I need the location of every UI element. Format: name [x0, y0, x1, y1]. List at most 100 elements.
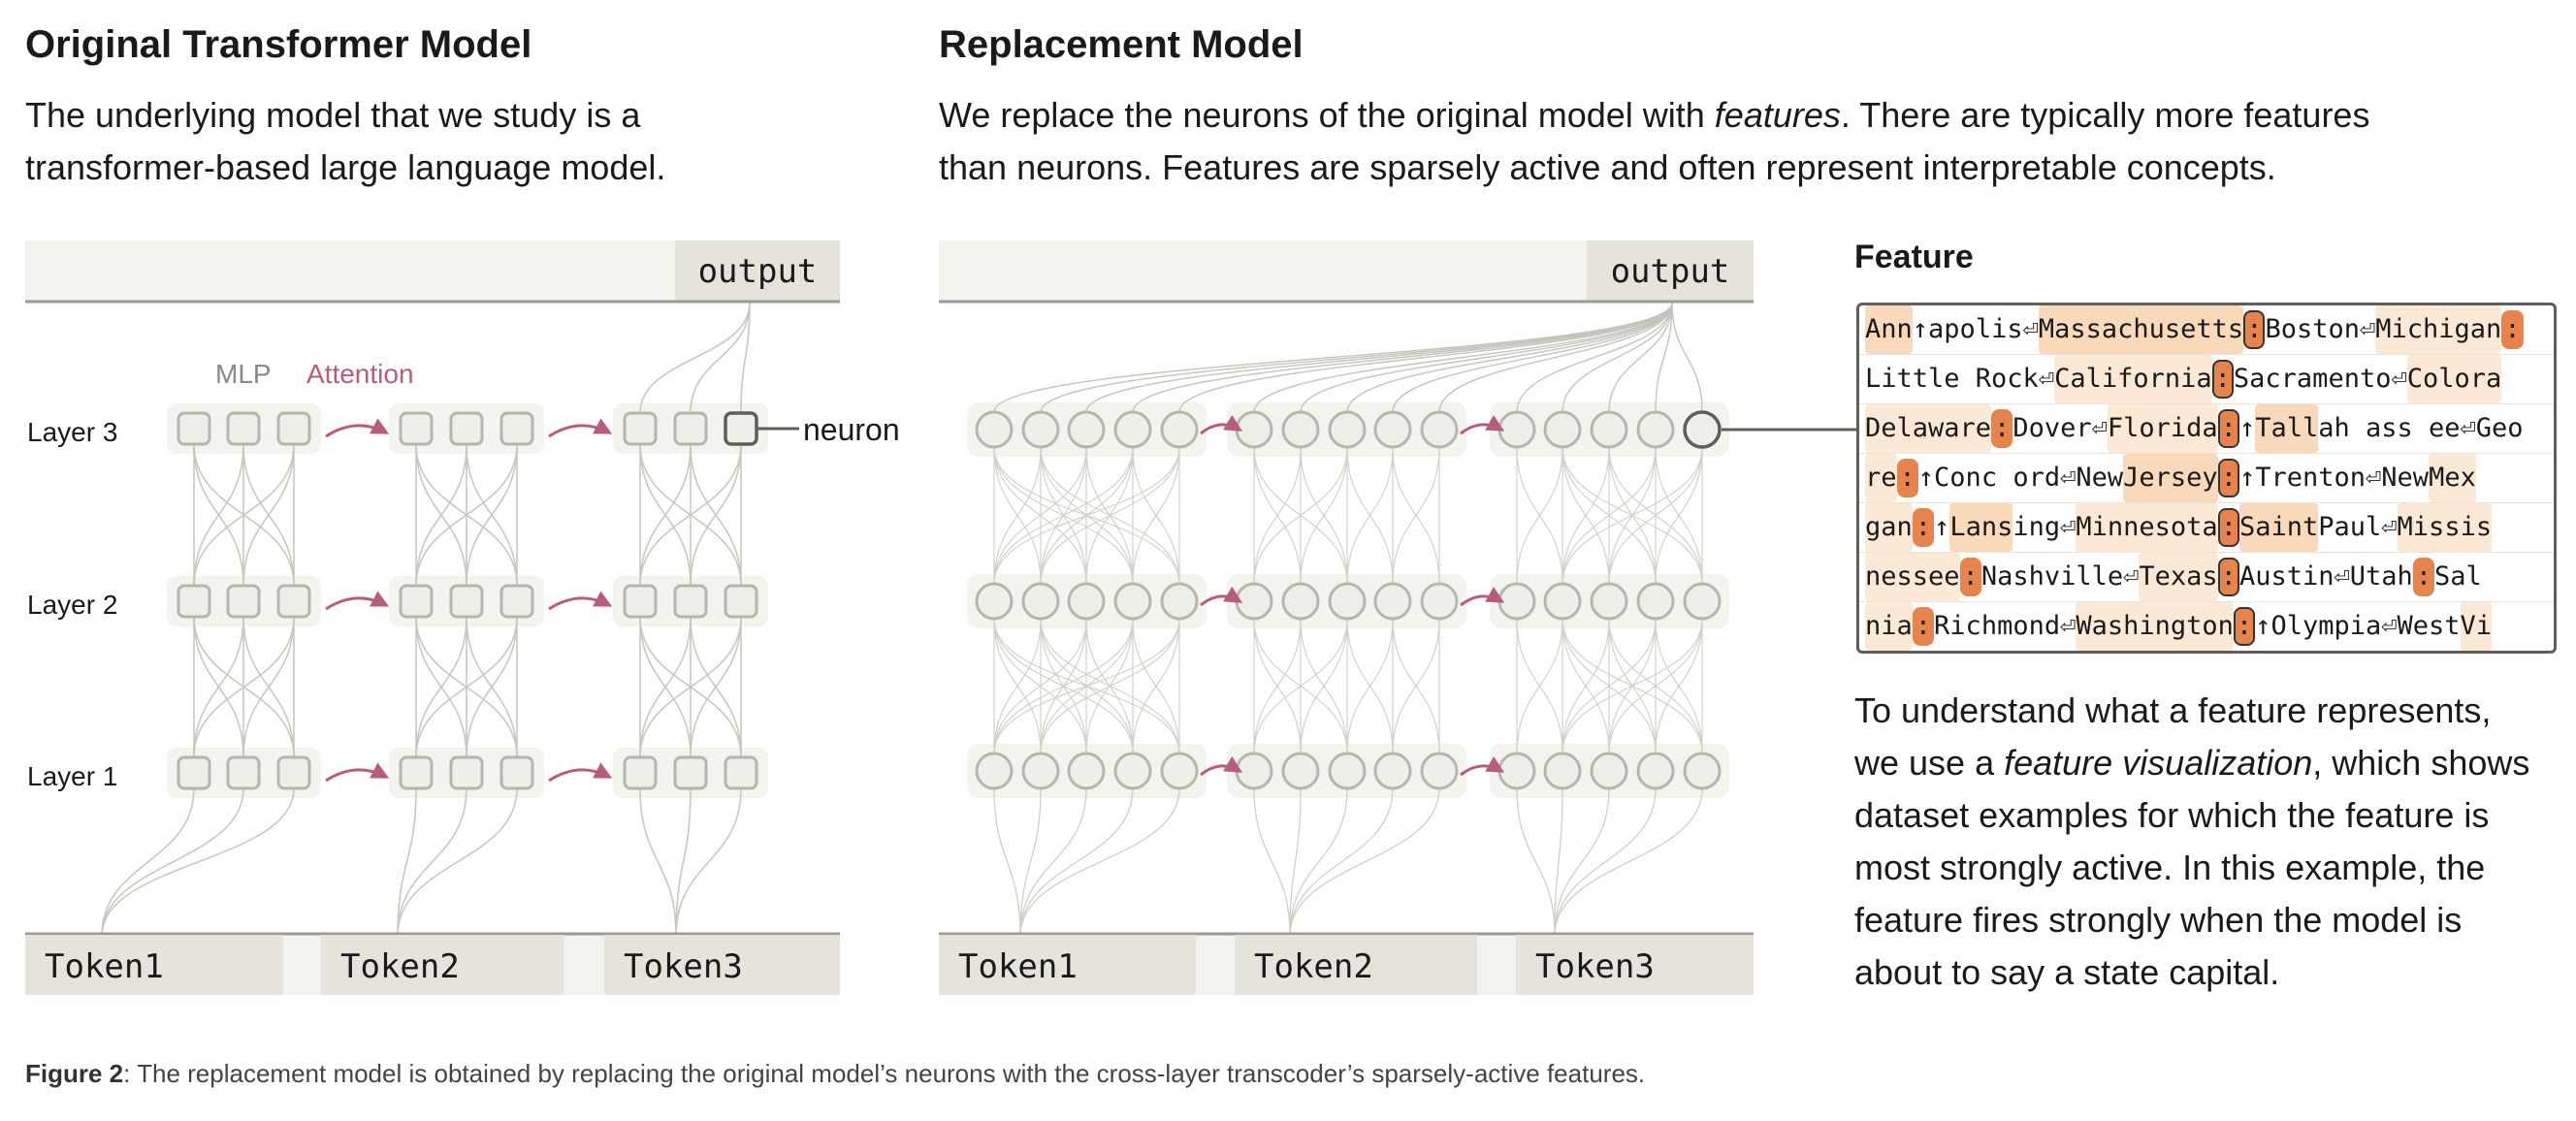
- example-token: ⏎: [2060, 512, 2077, 542]
- activation-token: :: [2243, 310, 2266, 349]
- feature-node: [1636, 752, 1675, 790]
- output-connection: [1671, 302, 1703, 413]
- feature-connection: [1516, 618, 1563, 754]
- original-model-title: Original Transformer Model: [25, 23, 532, 66]
- activation-token: :: [2412, 558, 2435, 596]
- example-token: ⏎: [2460, 413, 2476, 443]
- activation-token: :: [1912, 607, 1935, 646]
- feature-connection: [1253, 446, 1348, 585]
- feature-node: [1543, 752, 1582, 790]
- neuron-node: [623, 755, 658, 790]
- feature-connection: [993, 618, 1042, 754]
- output-connection: [1655, 302, 1673, 413]
- feature-connection: [1132, 446, 1180, 585]
- token-connection: [101, 787, 244, 937]
- attention-arrow: [1460, 756, 1505, 777]
- replacement-token-label-3: Token3: [1535, 947, 1655, 986]
- feature-visualization: Ann↑apolis⏎ Massachusetts: Boston⏎ Michi…: [1856, 303, 2557, 654]
- neuron-node: [724, 755, 758, 790]
- output-connection: [1085, 302, 1673, 413]
- feature-connection: [993, 618, 1180, 754]
- token-connection: [675, 787, 692, 937]
- feature-explanation: To understand what a feature represents,…: [1854, 685, 2553, 999]
- example-token: ia: [2349, 611, 2382, 641]
- mlp-label: MLP: [215, 359, 272, 389]
- feature-explanation-line-4: most strongly active. In this example, t…: [1854, 848, 2486, 887]
- output-connection: [639, 302, 751, 414]
- feature-connection: [1300, 618, 1348, 754]
- output-connection: [1040, 302, 1673, 413]
- feature-node: [1021, 410, 1060, 449]
- example-token: Sal: [2434, 561, 2482, 592]
- highlighted-neuron: [724, 411, 758, 446]
- feature-node: [1281, 582, 1320, 621]
- example-token: ⏎: [2091, 413, 2108, 443]
- neuron-node: [449, 584, 484, 619]
- example-token: ⏎: [2334, 561, 2350, 592]
- feature-connection: [1655, 446, 1703, 585]
- layer-connection: [193, 616, 295, 758]
- example-token: Sacramento: [2233, 364, 2392, 394]
- example-token: Nashville: [1980, 561, 2124, 592]
- example-token: ↑: [2255, 611, 2271, 641]
- feature-example-row: re:↑ Conc ord⏎ New Jersey:↑ Trenton⏎ New…: [1859, 454, 2554, 503]
- neuron-node: [276, 411, 311, 446]
- example-token: Ann: [1865, 305, 1913, 354]
- feature-node: [1067, 582, 1106, 621]
- neuron-node: [276, 755, 311, 790]
- feature-node: [1021, 582, 1060, 621]
- example-token: ⏎: [2123, 561, 2140, 592]
- example-token: Trenton: [2255, 463, 2367, 493]
- example-token: Michigan: [2375, 305, 2502, 354]
- token-connection: [1516, 787, 1556, 937]
- output-connection: [1608, 302, 1673, 413]
- feature-node: [1113, 582, 1152, 621]
- example-token: ⏎: [2366, 463, 2382, 493]
- attention-arrow: [548, 591, 613, 611]
- feature-connection: [1562, 618, 1610, 754]
- example-token: Boston: [2265, 314, 2360, 344]
- feature-node: [1160, 410, 1199, 449]
- feature-connection: [1562, 446, 1657, 585]
- feature-node: [1160, 752, 1199, 790]
- example-token: Minnesota: [2076, 503, 2218, 552]
- example-token: Dover: [2012, 413, 2092, 443]
- feature-connection: [993, 618, 1087, 754]
- example-token: ↑: [2238, 413, 2256, 443]
- example-token: Little Rock: [1865, 364, 2039, 394]
- replacement-model-description: We replace the neurons of the original m…: [939, 89, 2491, 194]
- neuron-node: [673, 411, 708, 446]
- layer-connection: [415, 443, 518, 587]
- feature-example-row: gan:↑ Lansing⏎ Minnesota: Saint Paul⏎ Mi…: [1859, 503, 2554, 553]
- output-connection: [1178, 302, 1673, 413]
- attention-arrow: [548, 418, 613, 438]
- original-token-label-3: Token3: [624, 947, 743, 986]
- neuron-node: [499, 755, 534, 790]
- feature-connection: [1253, 618, 1348, 754]
- example-token: Massachusetts: [2038, 305, 2244, 354]
- output-connection: [740, 302, 751, 414]
- feature-node: [1281, 752, 1320, 790]
- example-token: New: [2381, 463, 2430, 493]
- output-connection: [1392, 302, 1673, 413]
- activation-token: :: [1959, 558, 1981, 596]
- attention-arrow: [548, 762, 613, 783]
- example-token: Geo: [2475, 413, 2524, 443]
- example-token: ↑: [1917, 463, 1935, 493]
- feature-node: [1160, 582, 1199, 621]
- feature-node: [1543, 582, 1582, 621]
- activation-token: :: [2217, 409, 2239, 448]
- example-token: nia: [1865, 602, 1913, 651]
- layer-connection: [193, 616, 244, 758]
- replacement-description-text-a: We replace the neurons of the original m…: [939, 95, 1715, 135]
- example-token: Olymp: [2270, 611, 2350, 641]
- feature-node: [1373, 410, 1412, 449]
- example-token: ⏎: [2060, 463, 2077, 493]
- token-connection: [1289, 787, 1440, 937]
- example-token: Paul: [2318, 512, 2382, 542]
- feature-node: [1113, 752, 1152, 790]
- neuron-node: [226, 584, 261, 619]
- attention-arrow: [1460, 415, 1505, 435]
